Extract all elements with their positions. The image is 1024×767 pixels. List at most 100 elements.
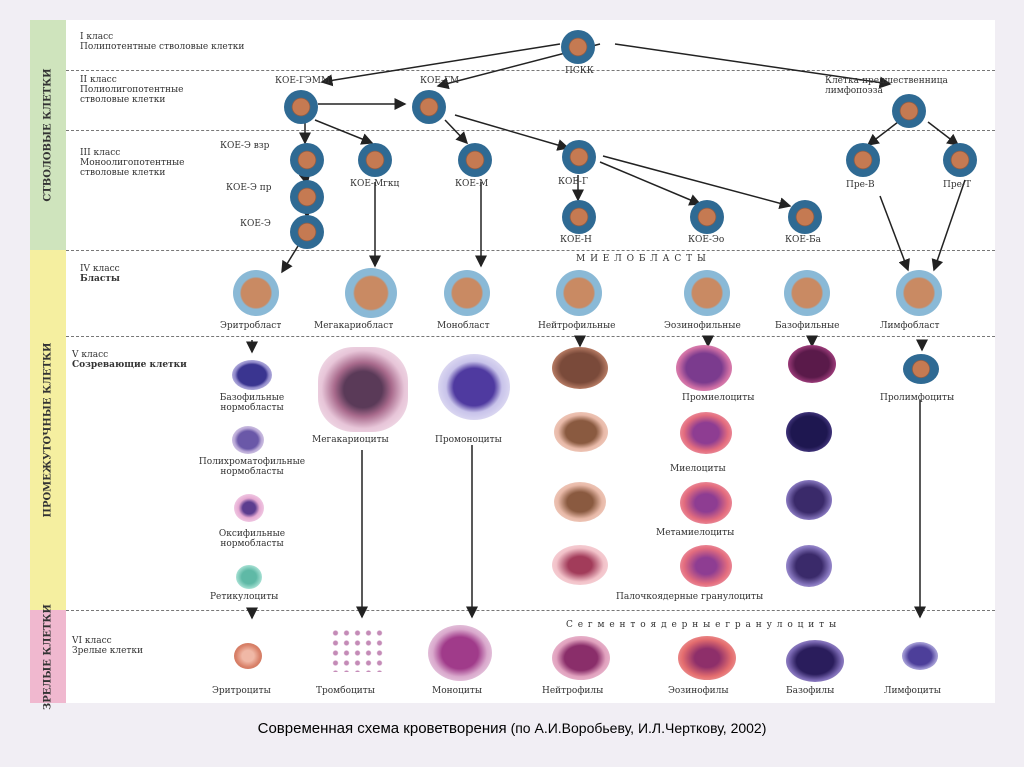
class6-num: VI класс [72,636,112,646]
lymphocyte-label: Лимфоциты [884,686,941,696]
neutro-myelocyte-cell [554,412,608,452]
oxyphilic-normoblast-label: Оксифильные нормобласты [218,529,286,549]
prolymphocyte-label: Пролимфоциты [880,393,955,403]
neutrophilic-blast-label: Нейтрофильные [538,321,616,331]
megakaryocyte-cell [318,347,408,432]
metamyelocyte-label: Метамиелоциты [656,528,735,538]
promonocyte-cell [438,354,510,420]
prolymphocyte-cell [903,354,939,384]
koe-e-pr-cell [290,180,324,214]
platelets-cluster [330,628,386,672]
koe-gemm-label: КОЕ-ГЭММ [275,76,331,86]
koe-n-label: КОЕ-Н [560,235,592,245]
monocyte-cell [428,625,492,681]
koe-g-cell [562,140,596,174]
lymphoblast-label: Лимфобласт [880,321,940,331]
oxyphilic-normoblast-cell [234,494,264,522]
baso-band-cell [786,545,832,587]
koe-ba-label: КОЕ-Ба [785,235,821,245]
caption-reference: (по А.И.Воробьеву, И.Л.Черткову, 2002) [510,720,767,736]
erythroblast-label: Эритробласт [220,321,282,331]
class2-desc: Полиолигопотентные стволовые клетки [80,85,184,105]
separator-class6 [66,610,995,611]
band-stem-cells: СТВОЛОВЫЕ КЛЕТКИ [30,20,66,250]
erythroblast-cell [233,270,279,316]
erythrocyte-cell [234,643,262,669]
class4-num: IV класс [80,264,120,274]
koe-e-burst-label: КОЕ-Э взр [220,141,270,151]
psk-label: ПСКК [565,66,594,76]
caption-title: Современная схема кроветворения [257,720,507,737]
psk-cell [561,30,595,64]
koe-eo-cell [690,200,724,234]
lympho-precursor-label: Клетка-предшественница лимфопоэза [825,76,948,96]
class3-num: III класс [80,148,121,158]
koe-m-label: КОЕ-М [455,179,489,189]
neutro-band-cell [552,545,608,585]
baso-promyelocyte-cell [788,345,836,383]
eosino-metamyelocyte-cell [680,482,732,524]
koe-gemm-cell [284,90,318,124]
polychromatophilic-normoblast-cell [232,426,264,454]
promyelocyte-label: Промиелоциты [682,393,755,403]
eosinophil-cell [678,636,736,680]
lymphocyte-cell [902,642,938,670]
pre-t-label: Пре-Т [943,180,971,190]
pre-b-label: Пре-В [846,180,875,190]
separator-class3 [66,130,995,131]
reticulocyte-label: Ретикулоциты [210,592,279,602]
basophil-cell [786,640,844,682]
koe-e-cell [290,215,324,249]
eosinophilic-blast-label: Эозинофильные [664,321,741,331]
baso-metamyelocyte-cell [786,480,832,520]
eosino-myelocyte-cell [680,412,732,454]
koe-gm-label: КОЕ-ГМ [420,76,460,86]
koe-e-label: КОЕ-Э [240,219,271,229]
neutro-metamyelocyte-cell [554,482,606,522]
koe-n-cell [562,200,596,234]
koe-mgkc-cell [358,143,392,177]
koe-gm-cell [412,90,446,124]
class5-desc: Созревающие клетки [72,360,187,370]
class1-desc: Полипотентные стволовые клетки [80,42,245,52]
class1-num: I класс [80,32,114,42]
band-intermediate-cells: ПРОМЕЖУТОЧНЫЕ КЛЕТКИ [30,250,66,610]
reticulocyte-cell [236,565,262,589]
megakaryocyte-label: Мегакариоциты [312,435,389,445]
band-granulocyte-label: Палочкоядерные гранулоциты [616,592,764,602]
erythrocyte-label: Эритроциты [212,686,271,696]
eosino-band-cell [680,545,732,587]
koe-m-cell [458,143,492,177]
separator-class5 [66,336,995,337]
basophilic-blast-cell [784,270,830,316]
basophil-label: Базофилы [786,686,835,696]
thrombocyte-label: Тромбоциты [316,686,375,696]
megakaryoblast-cell [345,268,397,318]
basophilic-normoblast-cell [232,360,272,390]
neutrophil-cell [552,636,610,680]
pre-b-cell [846,143,880,177]
neutrophil-label: Нейтрофилы [542,686,604,696]
band-mature-cells: ЗРЕЛЫЕ КЛЕТКИ [30,604,66,709]
separator-class2 [66,70,995,71]
segmented-header: С е г м е н т о я д е р н ы е г р а н у … [566,620,838,630]
koe-e-burst-cell [290,143,324,177]
promonocyte-label: Промоноциты [435,435,502,445]
neutro-promyelocyte-cell [552,347,608,389]
koe-g-label: КОЕ-Г [558,177,588,187]
class2-num: II класс [80,75,117,85]
separator-class4 [66,250,995,251]
monoblast-label: Монобласт [437,321,490,331]
myelocyte-label: Миелоциты [670,464,726,474]
monocyte-label: Моноциты [432,686,482,696]
class5-num: V класс [72,350,109,360]
koe-e-pr-label: КОЕ-Э пр [226,183,272,193]
koe-mgkc-label: КОЕ-Мгкц [350,179,400,189]
